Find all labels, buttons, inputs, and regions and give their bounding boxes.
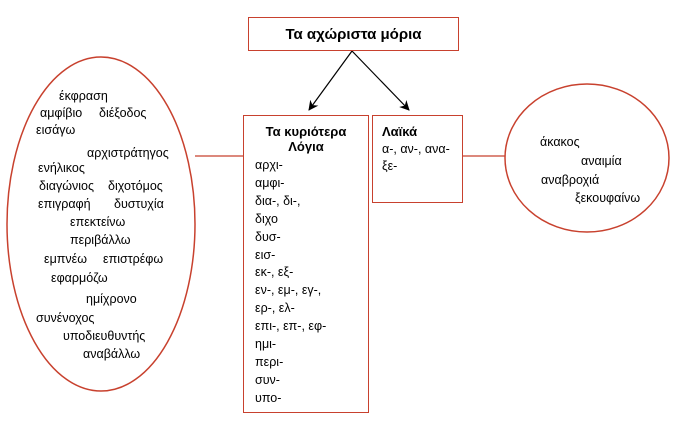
example-word: ξεκουφαίνω: [575, 191, 641, 205]
example-word: επιγραφή: [38, 197, 91, 211]
prefix-item: υπο-: [255, 390, 282, 405]
example-word: αναβροχιά: [541, 173, 600, 187]
scholarly-heading: Τα κυριότερα Λόγια: [244, 124, 368, 154]
prefix-item: διχο: [255, 211, 278, 226]
prefix-item: επι-, επ-, εφ-: [255, 319, 327, 334]
prefix-item: ημι-: [255, 337, 277, 352]
example-word: αρχιστράτηγος: [87, 146, 169, 160]
example-word: αναιμία: [581, 154, 622, 168]
scholarly-prefix-list: αρχι-αμφι-δια-, δι-, διχο δυσ-εισ-εκ-, εξ-…: [255, 157, 368, 408]
prefix-item: α-, αν-, ανα-: [382, 142, 450, 156]
example-word: δυστυχία: [114, 197, 164, 211]
prefix-item: εισ-: [255, 247, 276, 262]
example-word: αμφίβιο: [40, 106, 83, 120]
prefix-item: αμφι-: [255, 175, 285, 190]
prefix-item: δια-, δι-,: [255, 193, 301, 208]
example-word: εισάγω: [36, 123, 76, 137]
example-word: ημίχρονο: [86, 292, 137, 306]
example-word: διαγώνιος: [39, 179, 94, 193]
diagram-title: Τα αχώριστα μόρια: [285, 25, 422, 43]
prefix-item: περι-: [255, 354, 284, 369]
scholarly-prefixes-box: Τα κυριότερα Λόγια αρχι-αμφι-δια-, δι-, δ…: [243, 115, 369, 413]
scholarly-heading-line2: Λόγια: [288, 139, 324, 154]
example-word: αναβάλλω: [83, 347, 141, 361]
arrow-to-popular: [351, 50, 410, 111]
prefix-item: δυσ-: [255, 229, 281, 244]
prefix-item: ξε-: [382, 158, 398, 173]
example-word: εφαρμόζω: [51, 271, 108, 285]
right-examples-ellipse: [504, 83, 670, 233]
example-word: υποδιευθυντής: [63, 329, 146, 343]
arrow-to-scholarly: [308, 50, 353, 111]
prefix-item: αρχι-: [255, 158, 283, 172]
left-examples-ellipse: [6, 56, 196, 392]
example-word: εμπνέω: [44, 252, 87, 266]
example-word: ενήλικος: [38, 161, 85, 175]
prefix-item: ερ-, ελ-: [255, 301, 295, 316]
example-word: επεκτείνω: [70, 215, 126, 229]
popular-prefixes-box: Λαϊκά α-, αν-, ανα-ξε-: [372, 115, 463, 203]
example-word: περιβάλλω: [70, 233, 131, 247]
popular-heading: Λαϊκά: [382, 124, 418, 139]
example-word: επιστρέφω: [103, 252, 164, 266]
diagram-title-box: Τα αχώριστα μόρια: [248, 17, 459, 51]
prefix-item: εκ-, εξ-: [255, 265, 294, 280]
popular-prefix-list: α-, αν-, ανα-ξε-: [382, 141, 462, 174]
example-word: έκφραση: [59, 89, 108, 103]
example-word: συνένοχος: [36, 311, 95, 325]
example-word: διέξοδος: [99, 106, 147, 120]
prefix-item: εν-, εμ-, εγ-,: [255, 283, 322, 298]
prefix-item: συν-: [255, 372, 280, 387]
example-word: άκακος: [540, 135, 580, 149]
scholarly-heading-line1: Τα κυριότερα: [265, 124, 347, 139]
example-word: διχοτόμος: [108, 179, 163, 193]
